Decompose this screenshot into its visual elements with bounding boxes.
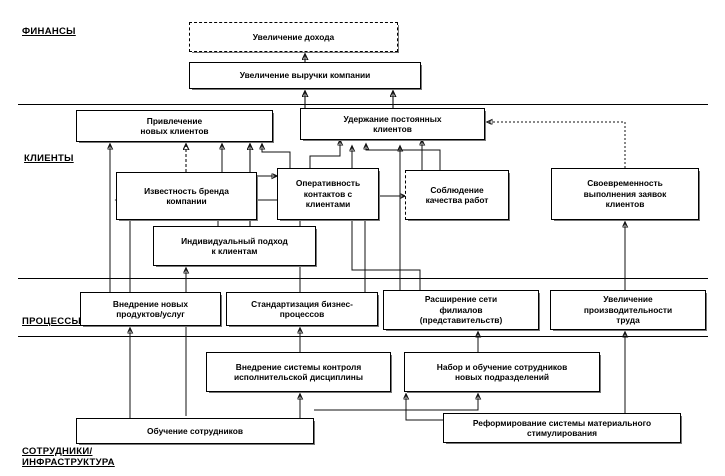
edge-incentives-to-hire	[406, 394, 443, 421]
edge-contacts-to-retain	[309, 140, 340, 168]
node-attract-new-clients[interactable]: Привлечение новых клиентов	[76, 110, 273, 142]
edge-timely-to-retain	[487, 122, 626, 168]
node-contact-efficiency[interactable]: Оперативность контактов с клиентами	[277, 168, 379, 220]
node-work-quality[interactable]: Соблюдение качества работ	[405, 170, 509, 220]
perspective-label-finance: ФИНАНСЫ	[22, 26, 76, 37]
node-individual-approach[interactable]: Индивидуальный подход к клиентам	[153, 226, 316, 266]
divider-clients-processes	[18, 278, 708, 279]
perspective-label-staff: СОТРУДНИКИ/ ИНФРАСТРУКТУРА	[22, 446, 115, 468]
node-new-products[interactable]: Внедрение новых продуктов/услуг	[80, 292, 221, 326]
node-brand-awareness[interactable]: Известность бренда компании	[116, 172, 257, 220]
node-revenue-growth[interactable]: Увеличение дохода	[189, 22, 398, 52]
node-train-employees[interactable]: Обучение сотрудников	[76, 418, 314, 444]
node-company-revenue[interactable]: Увеличение выручки компании	[189, 62, 421, 89]
node-standardize-processes[interactable]: Стандартизация бизнес- процессов	[226, 292, 378, 326]
node-timely-orders[interactable]: Своевременность выполнения заявок клиент…	[551, 168, 699, 220]
edge-train-to-hire	[314, 394, 478, 411]
node-reform-incentives[interactable]: Реформирование системы материального сти…	[443, 413, 681, 443]
node-discipline-control[interactable]: Внедрение системы контроля исполнительск…	[206, 352, 391, 392]
node-branch-network[interactable]: Расширение сети филиалов (представительс…	[383, 290, 539, 330]
edge-quality-to-attract	[366, 144, 441, 170]
node-hire-train-staff[interactable]: Набор и обучение сотрудников новых подра…	[404, 352, 600, 392]
perspective-label-processes: ПРОЦЕССЫ	[22, 316, 82, 327]
node-labour-productivity[interactable]: Увеличение производительности труда	[550, 290, 706, 330]
edge-contacts-to-attract	[262, 144, 291, 168]
divider-finance-clients	[18, 104, 708, 105]
divider-processes-staff	[18, 336, 708, 337]
node-retain-clients[interactable]: Удержание постоянных клиентов	[300, 108, 485, 140]
perspective-label-clients: КЛИЕНТЫ	[24, 153, 74, 164]
